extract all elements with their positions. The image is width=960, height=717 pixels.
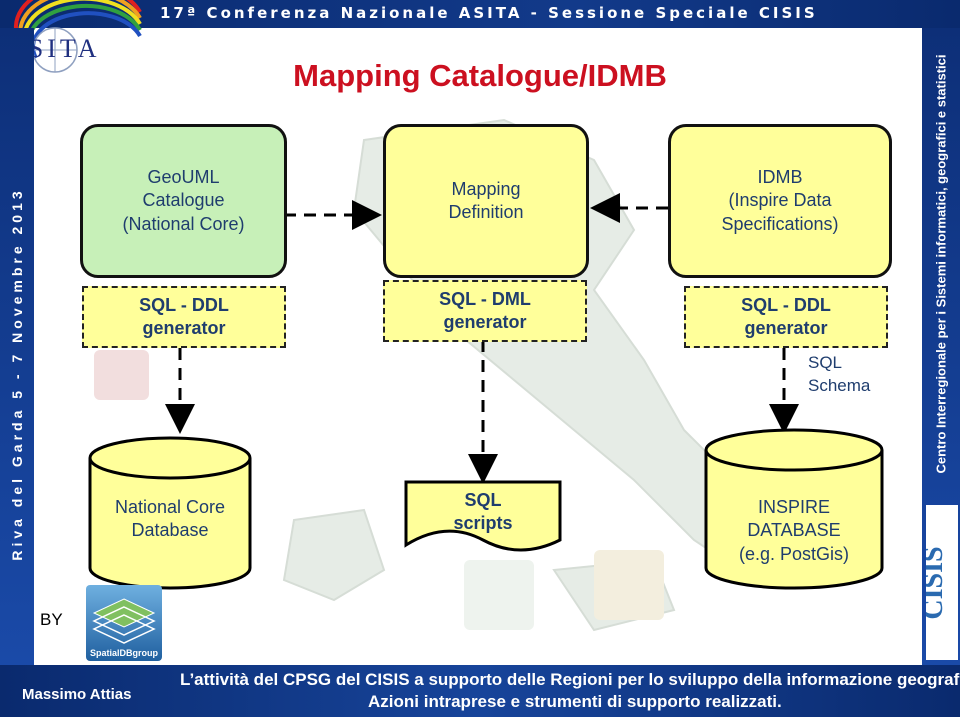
conference-title: 17ª Conferenza Nazionale ASITA - Session… bbox=[160, 4, 818, 22]
spatialdbgroup-logo bbox=[86, 585, 162, 661]
footer-line-2: Azioni intraprese e strumenti di support… bbox=[368, 692, 782, 711]
sql-ddl-generator-national-label: SQL - DDL generator bbox=[139, 294, 229, 338]
sql-ddl-generator-inspire: SQL - DDL generator bbox=[684, 286, 888, 348]
sql-scripts-label: SQL scripts bbox=[453, 490, 513, 534]
svg-text:CISIS: CISIS bbox=[926, 546, 949, 619]
sql-schema-label: SQL Schema bbox=[808, 353, 871, 395]
spatialdbgroup-logo-text: SpatialDBgroup bbox=[89, 648, 158, 658]
inspire-database-cylinder bbox=[704, 428, 884, 590]
author-name: Massimo Attias bbox=[22, 686, 132, 703]
conference-banner: 17ª Conferenza Nazionale ASITA - Session… bbox=[0, 0, 960, 28]
sql-dml-generator-label: SQL - DML generator bbox=[439, 288, 531, 332]
mapping-definition-box: Mapping Definition bbox=[383, 124, 589, 278]
inspire-database-label: INSPIRE DATABASE (e.g. PostGis) bbox=[738, 497, 850, 564]
footer-bar bbox=[0, 665, 960, 717]
national-core-database-label: National Core Database bbox=[114, 497, 226, 541]
idmb-label: IDMB (Inspire Data Specifications) bbox=[721, 166, 839, 234]
by-label: BY bbox=[40, 610, 63, 629]
sql-ddl-generator-inspire-label: SQL - DDL generator bbox=[741, 294, 831, 338]
geouml-catalogue-box: GeoUML Catalogue (National Core) bbox=[80, 124, 287, 278]
slide-title: Mapping Catalogue/IDMB bbox=[293, 58, 667, 93]
sql-ddl-generator-national: SQL - DDL generator bbox=[82, 286, 286, 348]
geouml-catalogue-label: GeoUML Catalogue (National Core) bbox=[122, 166, 245, 234]
event-location-banner: Riva del Garda 5 - 7 Novembre 2013 bbox=[0, 28, 34, 665]
layers-icon bbox=[92, 598, 156, 644]
mapping-definition-label: Mapping Definition bbox=[448, 178, 524, 222]
cisis-logo: CISIS bbox=[926, 505, 958, 660]
national-core-database-cylinder bbox=[88, 436, 252, 590]
footer-line-1: L’attività del CPSG del CISIS a supporto… bbox=[180, 670, 960, 689]
sql-dml-generator: SQL - DML generator bbox=[383, 280, 587, 342]
sql-scripts-document bbox=[404, 480, 562, 552]
idmb-box: IDMB (Inspire Data Specifications) bbox=[668, 124, 892, 278]
